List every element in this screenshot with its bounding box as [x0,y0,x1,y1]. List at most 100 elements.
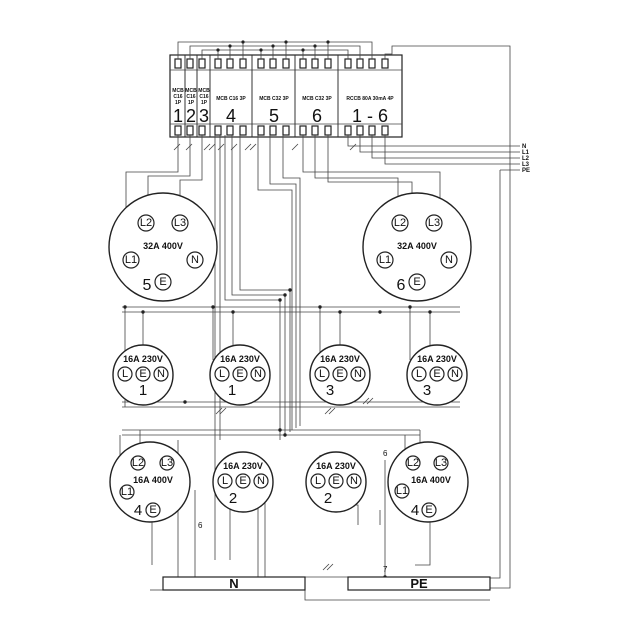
socket-6-rating: 32A 400V [397,241,437,251]
socket-3b-pin-n: N [451,368,459,380]
socket-1b-pin-l: L [219,368,225,380]
socket-3b-pin-e: E [433,368,440,380]
socket-6-pin-e: E [413,276,420,288]
socket-2a-pin-n: N [257,475,265,487]
socket-4a-circuit: 4 [134,502,142,519]
socket-5-pin-l3: L3 [174,217,186,229]
breaker-cb2-circuit: 2 [186,106,196,126]
socket-3a-rating: 16A 230V [320,354,360,364]
socket-1b-circuit: 1 [228,382,236,399]
socket-2a-pin-l: L [222,475,228,487]
socket-5-pin-e: E [159,276,166,288]
breaker-cb6-rating: MCB C32 3P [302,96,332,102]
breaker-cb1-rating-line1: MCB [172,88,184,94]
socket-6-circuit: 6 [397,277,406,294]
annotation-6-right: 6 [383,449,388,458]
socket-5-pin-l2: L2 [140,217,152,229]
breaker-cb1: MCB C16 1P 1 [172,88,184,126]
breaker-cb2: MCB C16 1P 2 [185,88,197,126]
socket-2b-pin-n: N [350,475,358,487]
socket-2b: 16A 230V L E N 2 [305,451,367,513]
breaker-cb2-rating-line3: 1P [188,100,195,106]
socket-1b-rating: 16A 230V [220,354,260,364]
breaker-cb3-rating-line3: 1P [201,100,208,106]
socket-3b: 16A 230V L E N 3 [406,344,468,406]
breaker-cb4-rating: MCB C16 3P [216,96,246,102]
socket-4b-circuit: 4 [411,502,419,519]
socket-3a: 16A 230V L E N 3 [309,344,371,406]
supply-label-l3: L3 [522,162,530,168]
breaker-cb1-rating-line3: 1P [175,100,182,106]
socket-2a-rating: 16A 230V [223,461,263,471]
socket-6-pin-l1: L1 [379,254,391,266]
breaker-cb1-rating-line2: C16 [173,94,182,100]
socket-2a-pin-e: E [239,475,246,487]
supply-label-n: N [522,144,526,150]
socket-1a-circuit: 1 [139,382,147,399]
earth-busbar: PE [347,576,491,591]
breaker-cb4: MCB C16 3P 4 [216,96,246,126]
breaker-cb2-rating-line2: C16 [186,94,195,100]
socket-3a-pin-e: E [336,368,343,380]
breaker-cb1-circuit: 1 [173,106,183,126]
breaker-cb3-circuit: 3 [199,106,209,126]
socket-1b: 16A 230V L E N 1 [209,344,271,406]
socket-4b-pin-e: E [425,504,432,516]
socket-2b-pin-e: E [332,475,339,487]
supply-label-l2: L2 [522,156,530,162]
socket-4b-pin-l3: L3 [435,457,447,469]
socket-3b-pin-l: L [416,368,422,380]
neutral-busbar-label: N [229,576,238,591]
breaker-cb4-circuit: 4 [226,106,236,126]
socket-2a: 16A 230V L E N 2 [212,451,274,513]
breaker-cb2-rating-line1: MCB [185,88,197,94]
annotation-6-left: 6 [198,521,203,530]
socket-4a-pin-e: E [149,504,156,516]
breaker-cb5-rating: MCB C32 3P [259,96,289,102]
socket-4a-pin-l3: L3 [161,457,173,469]
socket-5-pin-l1: L1 [125,254,137,266]
socket-5: L2 L3 L1 N E 32A 400V 5 [108,192,218,302]
breaker-cb6-circuit: 6 [312,106,322,126]
socket-4a-pin-l1: L1 [121,486,133,498]
socket-1a-rating: 16A 230V [123,354,163,364]
breaker-cb5-circuit: 5 [269,106,279,126]
socket-6-pin-l3: L3 [428,217,440,229]
supply-label-pe: PE [522,168,530,174]
socket-4a: L2 L3 L1 E 16A 400V 4 [109,441,191,523]
annotation-7: 7 [383,565,388,574]
socket-5-pin-n: N [191,254,199,266]
breaker-cb3-rating-line2: C16 [199,94,208,100]
breaker-rccb: RCCB 80A 30mA 4P 1 - 6 [346,96,394,126]
socket-2a-circuit: 2 [229,490,237,507]
socket-3b-circuit: 3 [423,382,431,399]
socket-4b-pin-l1: L1 [396,485,408,497]
socket-2b-pin-l: L [315,475,321,487]
wire-junction-dots [123,288,432,579]
socket-1a-pin-n: N [157,368,165,380]
board-junction-dots [216,40,330,52]
cable-tick-marks [173,143,374,571]
socket-4b: L2 L3 L1 E 16A 400V 4 [387,441,469,523]
supply-lines [347,45,520,589]
breaker-rccb-circuit: 1 - 6 [352,106,388,126]
earth-busbar-label: PE [410,576,428,591]
socket-2b-rating: 16A 230V [316,461,356,471]
distribution-board: MCB C16 1P 1 MCB C16 1P 2 MCB C16 1P 3 M… [169,54,403,138]
socket-3a-pin-n: N [354,368,362,380]
socket-6-pin-n: N [445,254,453,266]
socket-4b-rating: 16A 400V [411,475,451,485]
breaker-rccb-rating: RCCB 80A 30mA 4P [346,96,394,102]
supply-labels: N L1 L2 L3 PE [522,144,530,174]
socket-5-rating: 32A 400V [143,241,183,251]
socket-1a-pin-e: E [139,368,146,380]
socket-3a-circuit: 3 [326,382,334,399]
socket-4b-pin-l2: L2 [407,457,419,469]
socket-1b-pin-n: N [254,368,262,380]
socket-4a-rating: 16A 400V [133,475,173,485]
socket-1a: 16A 230V L E N 1 [112,344,174,406]
socket-6: L2 L3 L1 N E 32A 400V 6 [362,192,472,302]
socket-3b-rating: 16A 230V [417,354,457,364]
